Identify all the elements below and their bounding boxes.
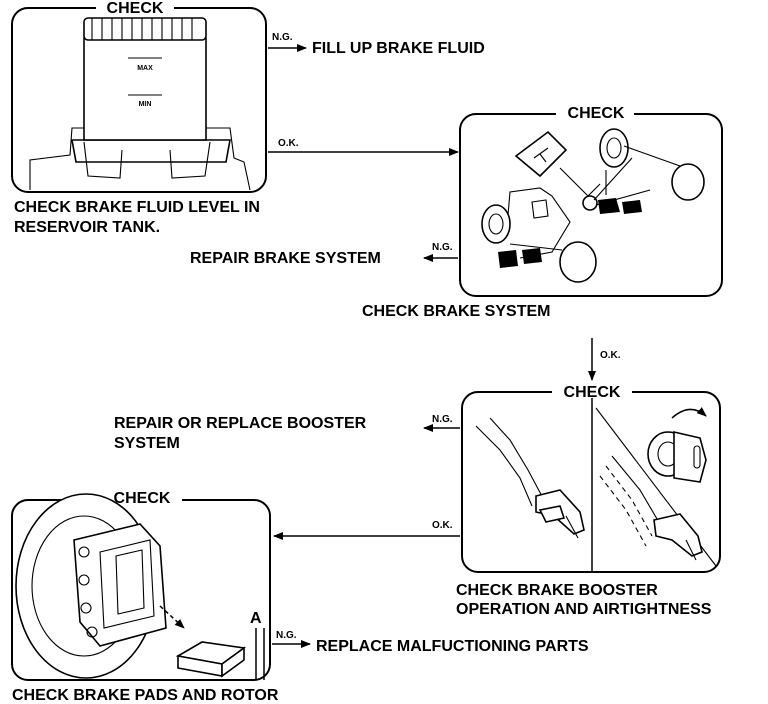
brake-system-illustration: [481, 128, 705, 283]
pads-check-box: CHECK A CHECK BRAKE PADS AND ROTOR: [11, 490, 279, 704]
reservoir-check-box: CHECK MAX MIN CHECK BRAKE FLUID LEVEL IN…: [11, 0, 267, 236]
max-mark-label: MAX: [137, 65, 153, 72]
system-check-box: CHECK CHECK BRAKE SYSTEM: [362, 104, 723, 320]
replace-parts-ng-tag: N.G.: [276, 630, 297, 641]
repair-system-ng-tag: N.G.: [432, 242, 453, 253]
system-ok-tag: O.K.: [600, 350, 621, 361]
system-check-header: CHECK: [568, 105, 625, 122]
pads-check-header: CHECK: [114, 490, 171, 507]
fill-fluid-ng-tag: N.G.: [272, 32, 293, 43]
booster-check-box: CHECK CHECK BRAKE BOOSTER OPERATION AND …: [456, 382, 721, 618]
reservoir-caption-line-1: CHECK BRAKE FLUID LEVEL IN: [14, 199, 260, 216]
brake-caliper-illustration: [15, 493, 247, 679]
fill-fluid-branch: N.G. FILL UP BRAKE FLUID: [268, 32, 485, 57]
brake-pedal-illustration-left: [475, 417, 585, 539]
reservoir-caption-line-2: RESERVOIR TANK.: [14, 219, 160, 236]
pads-caption: CHECK BRAKE PADS AND ROTOR: [12, 687, 279, 704]
booster-ok-branch: O.K.: [273, 520, 460, 540]
booster-ok-tag: O.K.: [432, 520, 453, 531]
system-ok-branch: O.K.: [588, 338, 621, 381]
system-caption: CHECK BRAKE SYSTEM: [362, 303, 550, 320]
reservoir-tank-illustration: MAX MIN: [29, 17, 251, 191]
fluid-ok-tag: O.K.: [278, 138, 299, 149]
replace-parts-text: REPLACE MALFUCTIONING PARTS: [316, 638, 589, 655]
fluid-ok-branch: O.K.: [268, 138, 459, 156]
repair-booster-ng-tag: N.G.: [432, 414, 453, 425]
repair-booster-text-line-2: SYSTEM: [114, 435, 180, 452]
repair-system-branch: N.G. REPAIR BRAKE SYSTEM: [190, 242, 458, 267]
reservoir-check-header: CHECK: [107, 0, 164, 17]
brake-pedal-illustration-right: [599, 407, 707, 561]
repair-booster-branch: N.G. REPAIR OR REPLACE BOOSTER SYSTEM: [114, 414, 460, 452]
booster-caption-line-2: OPERATION AND AIRTIGHTNESS: [456, 601, 712, 618]
replace-parts-branch: N.G. REPLACE MALFUCTIONING PARTS: [272, 630, 589, 655]
booster-check-header: CHECK: [564, 384, 621, 401]
fill-fluid-text: FILL UP BRAKE FLUID: [312, 40, 485, 57]
repair-system-text: REPAIR BRAKE SYSTEM: [190, 250, 381, 267]
booster-caption-line-1: CHECK BRAKE BOOSTER: [456, 582, 658, 599]
pads-marker-a: A: [250, 610, 262, 627]
min-mark-label: MIN: [139, 101, 152, 108]
repair-booster-text-line-1: REPAIR OR REPLACE BOOSTER: [114, 415, 367, 432]
